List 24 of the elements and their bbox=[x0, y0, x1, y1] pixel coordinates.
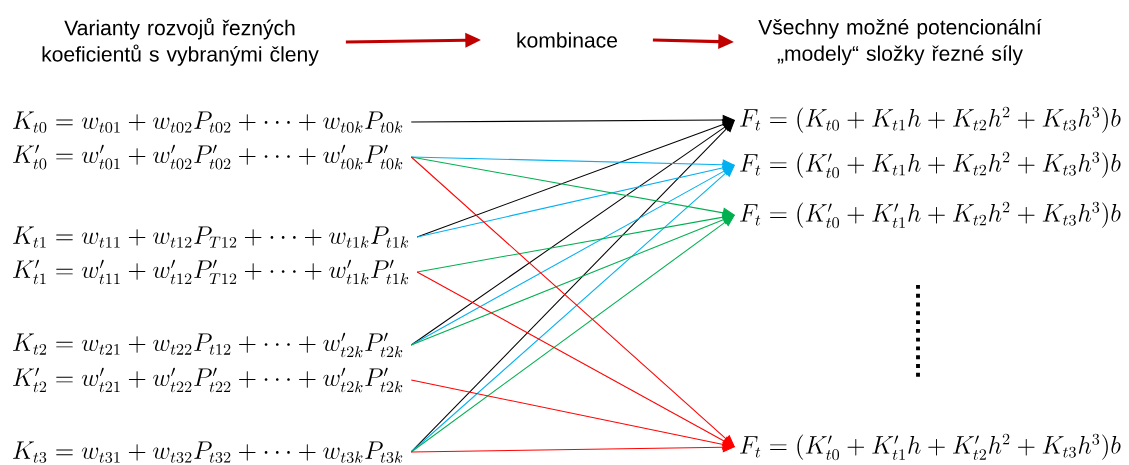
heading-text: kombinace bbox=[517, 32, 617, 48]
formula: $K'_{t1} = w'_{t11} + w'_{t12}P'_{T12} + \cdots + w'_{t1k}P'_{t1k}$ bbox=[13, 259, 409, 285]
arrow bbox=[410, 215, 735, 453]
arrow bbox=[410, 114, 735, 126]
heading-text: Varianty rozvojů řezných koeficientů s vybranými členy bbox=[42, 18, 319, 66]
formula: $K_{t0} = w_{t01} + w_{t02}P_{t02} + \cdots + w_{t0k}P_{t0k}$ bbox=[13, 111, 403, 133]
arrow bbox=[416, 162, 735, 238]
arrow bbox=[416, 211, 735, 273]
formula: $F_t = (K'_{t0} + K'_{t1}h + K_{t2}h^2 + K_{t3}h^3)b$ bbox=[740, 201, 1121, 229]
formula: $K_{t1} = w_{t11} + w_{t12}P_{T12} + \cdots + w_{t1k}P_{t1k}$ bbox=[13, 226, 409, 248]
formula: $K'_{t2} = w'_{t21} + w'_{t22}P'_{t22} + \cdots + w'_{t2k}P'_{t2k}$ bbox=[13, 367, 403, 393]
arrow bbox=[410, 120, 735, 346]
arrow bbox=[416, 119, 735, 238]
arrow bbox=[410, 379, 735, 450]
formula: $K_{t3} = w_{t31} + w_{t32}P_{t32} + \cdots + w_{t3k}P_{t3k}$ bbox=[13, 441, 403, 463]
heading-text: Všechny možné potencionální „modely“ složky řezné síly bbox=[758, 18, 1042, 66]
formula: $K'_{t0} = w'_{t01} + w'_{t02}P'_{t02} + \cdots + w'_{t0k}P'_{t0k}$ bbox=[13, 144, 403, 170]
formula: $F_t = (K'_{t0} + K'_{t1}h + K'_{t2}h^2 + K_{t3}h^3)b$ bbox=[740, 433, 1121, 461]
arrow bbox=[410, 441, 735, 453]
formula: $K_{t2} = w_{t21} + w_{t22}P_{t12} + \cdots + w'_{t2k}P'_{t2k}$ bbox=[13, 332, 403, 358]
arrow bbox=[416, 271, 735, 447]
formula: $F_t = (K_{t0} + K_{t1}h + K_{t2}h^2 + K_{t3}h^3)b$ bbox=[740, 106, 1121, 133]
formula: $F_t = (K'_{t0} + K_{t1}h + K_{t2}h^2 + K_{t3}h^3)b$ bbox=[740, 151, 1121, 179]
arrow bbox=[410, 214, 735, 346]
